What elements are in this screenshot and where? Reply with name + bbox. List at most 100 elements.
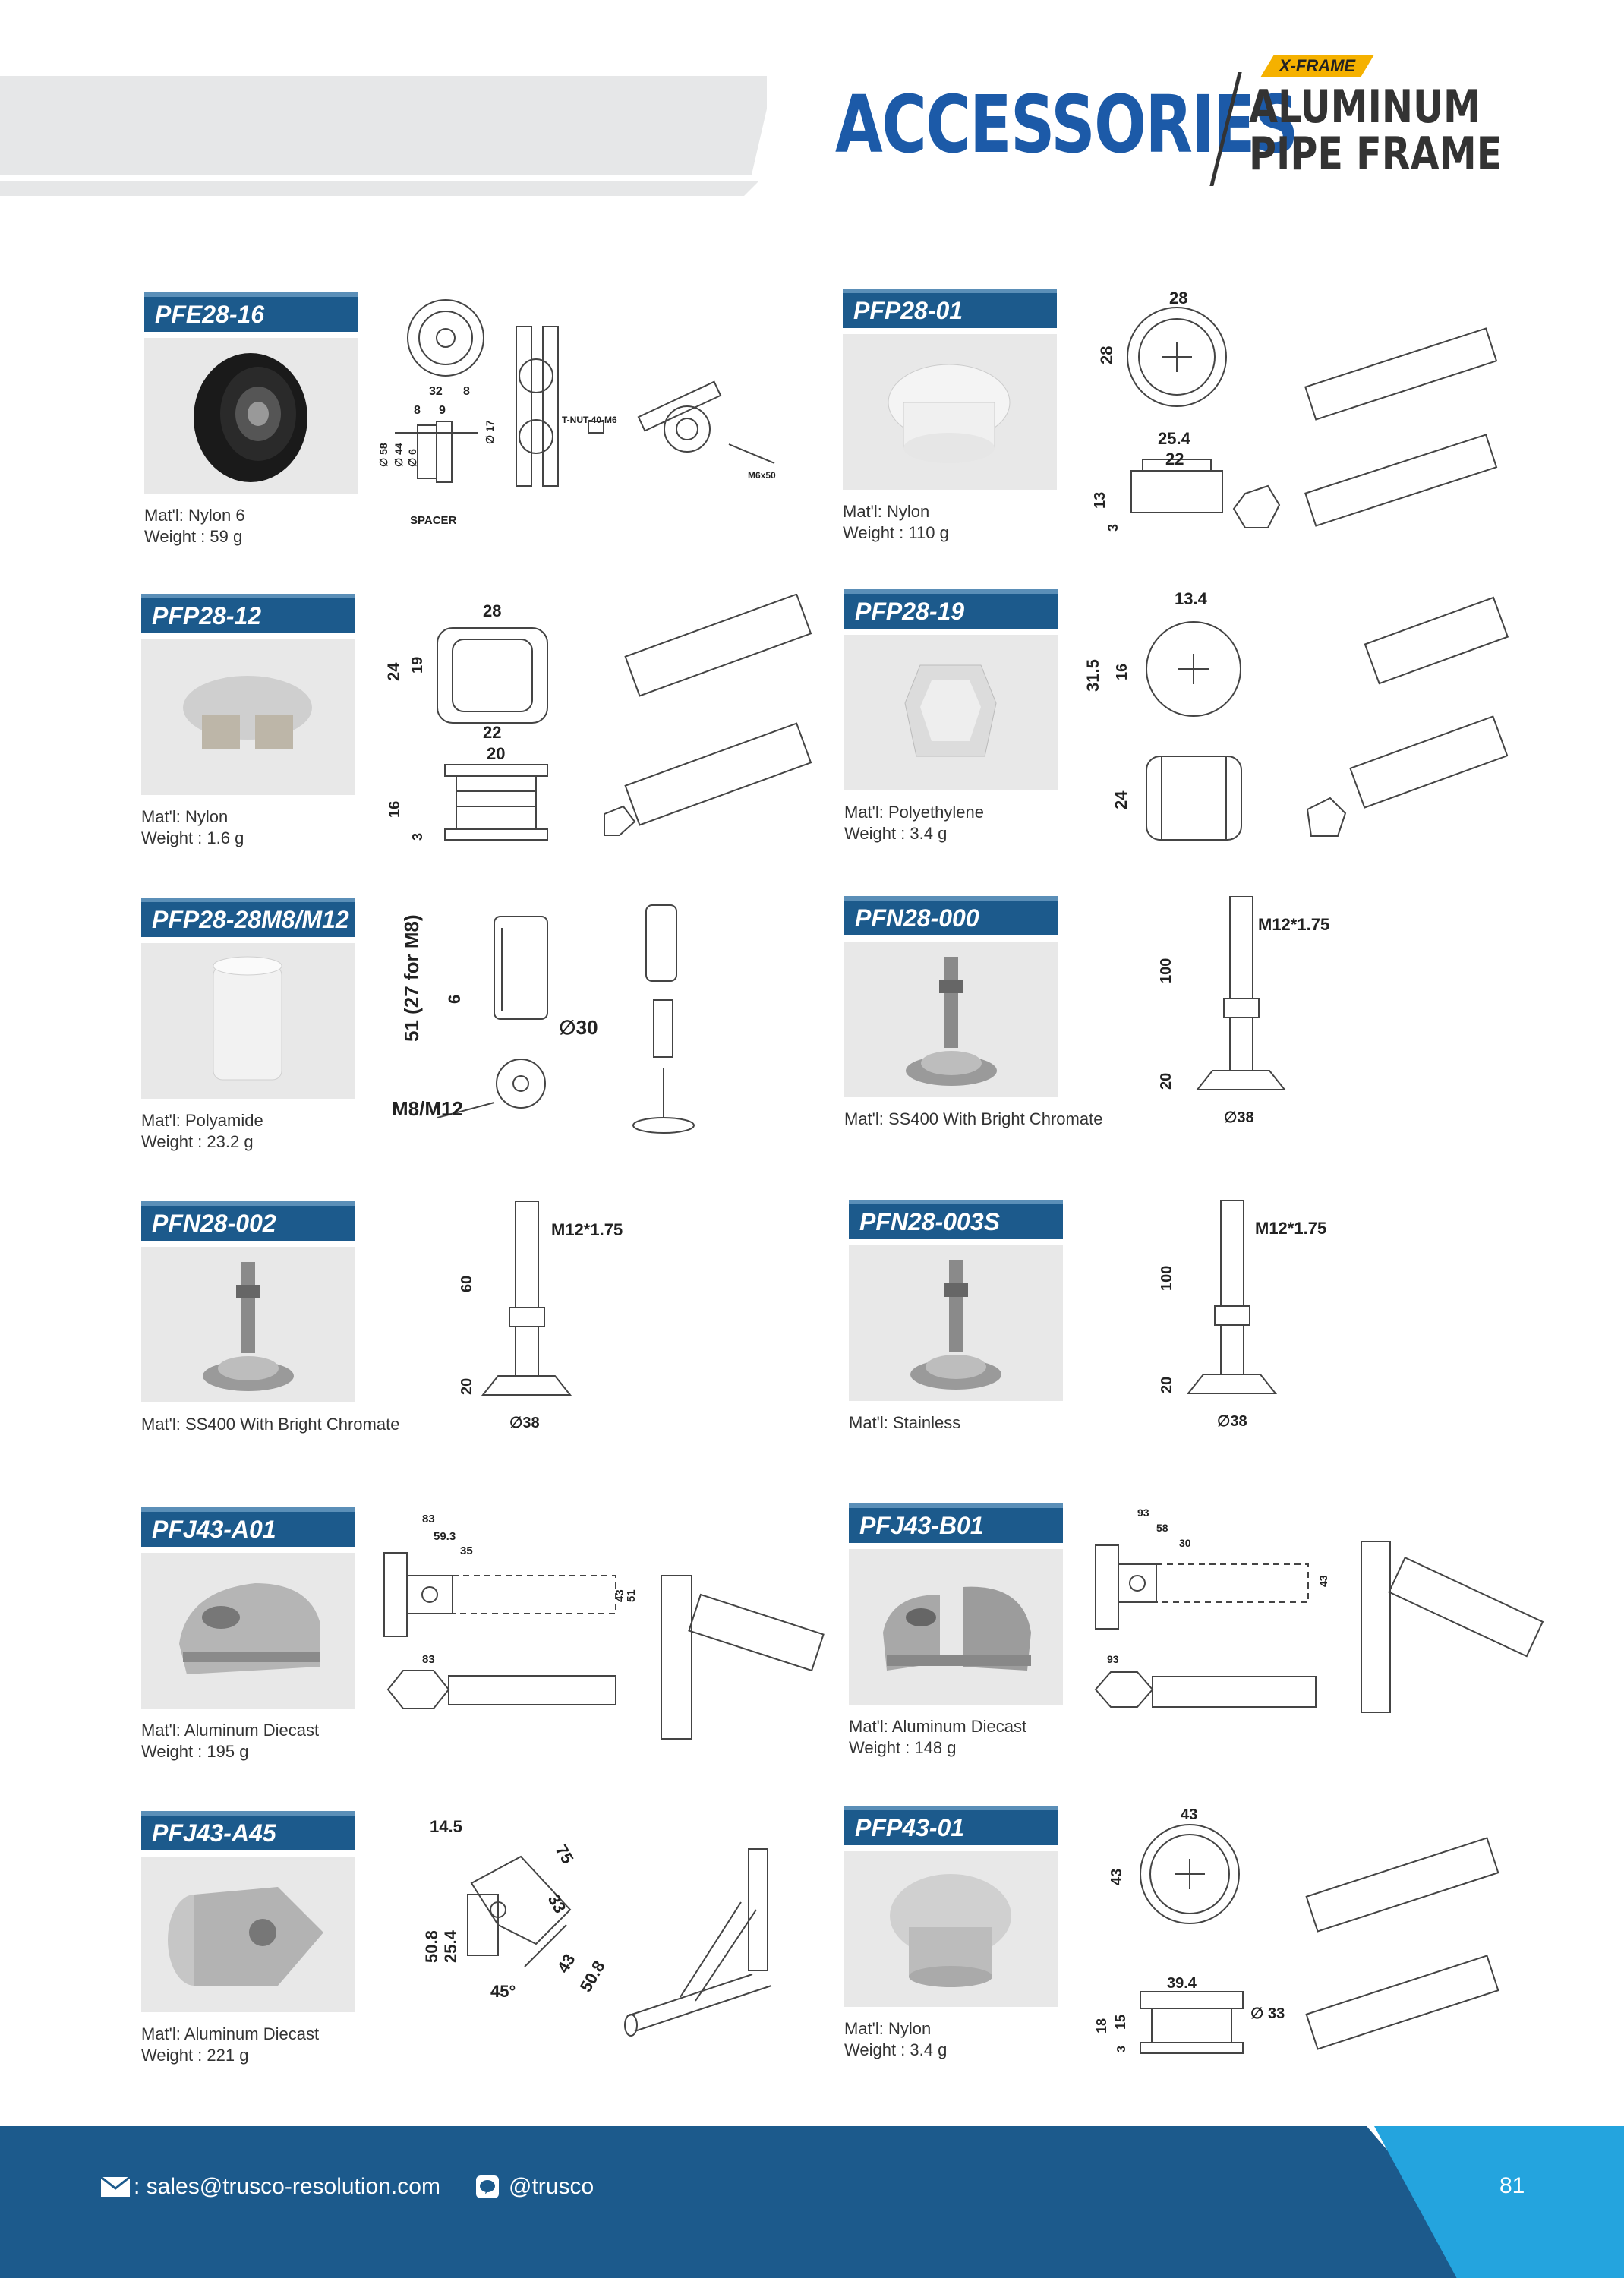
product-code: PFJ43-A01 [141, 1507, 355, 1547]
svg-text:∅38: ∅38 [1217, 1413, 1247, 1430]
technical-drawing: 83 59.3 35 51 43 83 [383, 1513, 825, 1740]
product-pfj43-b01: PFJ43-B01 Mat'l: Aluminum Diecast Weight… [849, 1503, 1563, 1762]
svg-text:33: 33 [544, 1891, 570, 1917]
svg-text:43: 43 [613, 1589, 626, 1602]
material-text: Mat'l: Nylon 6 [144, 506, 245, 525]
svg-text:100: 100 [1159, 1266, 1175, 1291]
svg-text:22: 22 [1165, 450, 1184, 469]
technical-drawing: M12*1.75 100 20 ∅38 [1159, 1200, 1326, 1430]
technical-drawing: 43 43 39.4 ∅ 33 18 15 3 [1094, 1806, 1499, 2054]
product-code: PFJ43-A45 [141, 1811, 355, 1850]
product-code: PFP28-01 [843, 289, 1057, 328]
svg-text:59.3: 59.3 [434, 1530, 456, 1543]
svg-text:8: 8 [463, 385, 470, 398]
svg-text:M6x50: M6x50 [748, 470, 776, 481]
product-photo [141, 639, 355, 795]
weight-text: Weight : 59 g [144, 527, 243, 546]
line-chat-icon [476, 2175, 499, 2198]
product-photo [141, 1247, 355, 1402]
svg-text:∅ 6: ∅ 6 [406, 449, 418, 467]
svg-text:∅30: ∅30 [559, 1016, 598, 1039]
svg-text:20: 20 [1159, 1377, 1175, 1393]
svg-text:93: 93 [1107, 1653, 1119, 1665]
product-photo [849, 1549, 1063, 1705]
svg-text:18: 18 [1094, 2018, 1109, 2033]
product-pfn28-000: PFN28-000 Mat'l: SS400 With Bright Chrom… [844, 896, 1528, 1154]
weight-text: Weight : 148 g [849, 1738, 957, 1757]
mail-icon [100, 2176, 131, 2197]
svg-text:28: 28 [483, 601, 501, 620]
product-pfn28-002: PFN28-002 Mat'l: SS400 With Bright Chrom… [141, 1201, 825, 1459]
svg-text:M8/M12: M8/M12 [392, 1097, 463, 1120]
svg-text:28: 28 [1097, 346, 1116, 364]
svg-text:9: 9 [439, 404, 446, 417]
footer-line-id[interactable]: @trusco [509, 2174, 594, 2199]
svg-text:15: 15 [1113, 2015, 1128, 2030]
product-photo [141, 943, 355, 1099]
footer-bar [0, 2126, 1624, 2278]
svg-text:∅ 58: ∅ 58 [377, 443, 389, 467]
svg-text:∅38: ∅38 [509, 1415, 540, 1431]
svg-text:83: 83 [422, 1653, 435, 1666]
svg-text:75: 75 [552, 1841, 578, 1867]
technical-drawing: 14.5 75 50.8 25.4 33 45° 43 50.8 [422, 1817, 772, 2037]
svg-text:∅ 44: ∅ 44 [393, 443, 405, 467]
svg-text:43: 43 [553, 1951, 579, 1977]
page-subtitle: ALUMINUM PIPE FRAME [1249, 80, 1503, 181]
svg-text:T-NUT-40-M6: T-NUT-40-M6 [562, 415, 617, 425]
weight-text: Weight : 3.4 g [844, 2040, 948, 2059]
product-code: PFP43-01 [844, 1806, 1058, 1845]
svg-text:3: 3 [410, 833, 425, 841]
product-code: PFP28-19 [844, 589, 1058, 629]
svg-text:19: 19 [409, 657, 426, 674]
product-photo [843, 334, 1057, 490]
svg-text:16: 16 [1114, 664, 1130, 680]
page-number: 81 [1499, 2173, 1525, 2198]
svg-text:M12*1.75: M12*1.75 [551, 1220, 623, 1239]
weight-text: Weight : 1.6 g [141, 828, 244, 847]
svg-text:58: 58 [1156, 1522, 1168, 1534]
weight-text: Weight : 195 g [141, 1742, 249, 1761]
product-photo [844, 635, 1058, 790]
product-code: PFN28-000 [844, 896, 1058, 935]
technical-drawing: 28 28 25.4 22 13 3 [1092, 289, 1498, 532]
product-pfj43-a45: PFJ43-A45 Mat'l: Aluminum Diecast Weight… [141, 1811, 825, 2069]
material-text: Mat'l: Polyethylene [844, 803, 984, 822]
technical-drawing: 51 (27 for M8) 6 ∅30 M8/M12 [392, 904, 695, 1134]
product-code: PFP28-12 [141, 594, 355, 633]
svg-text:39.4: 39.4 [1167, 1975, 1197, 1992]
technical-drawing: 13.4 31.5 16 24 [1083, 589, 1509, 841]
svg-text:28: 28 [1169, 289, 1187, 308]
svg-text:13: 13 [1092, 492, 1108, 509]
svg-text:M12*1.75: M12*1.75 [1255, 1219, 1326, 1238]
svg-text:32: 32 [429, 385, 443, 398]
svg-text:3: 3 [1105, 524, 1121, 532]
material-text: Mat'l: Aluminum Diecast [141, 1721, 320, 1740]
product-code: PFP28-28M8/M12 [141, 898, 355, 937]
product-code: PFE28-16 [144, 292, 358, 332]
material-text: Mat'l: SS400 With Bright Chromate [141, 1415, 400, 1434]
svg-text:24: 24 [384, 662, 403, 681]
svg-text:8: 8 [414, 404, 421, 417]
svg-text:51: 51 [625, 1589, 638, 1602]
footer-email[interactable]: : sales@trusco-resolution.com [134, 2174, 440, 2199]
svg-text:25.4: 25.4 [1158, 429, 1191, 448]
svg-text:60: 60 [459, 1276, 475, 1292]
header-band-stripe [0, 181, 759, 196]
svg-text:100: 100 [1158, 958, 1175, 983]
svg-text:25.4: 25.4 [441, 1929, 460, 1963]
product-code: PFJ43-B01 [849, 1503, 1063, 1543]
weight-text: Weight : 221 g [141, 2046, 249, 2065]
svg-text:93: 93 [1137, 1507, 1149, 1519]
svg-text:30: 30 [1179, 1537, 1191, 1549]
product-photo [141, 1553, 355, 1708]
svg-text:∅ 17: ∅ 17 [484, 420, 496, 444]
svg-text:13.4: 13.4 [1175, 589, 1208, 608]
svg-text:43: 43 [1181, 1806, 1197, 1823]
svg-text:24: 24 [1112, 790, 1130, 809]
product-code: PFN28-003S [849, 1200, 1063, 1239]
svg-text:3: 3 [1115, 2046, 1128, 2052]
svg-text:31.5: 31.5 [1083, 659, 1102, 692]
product-pfp28-01: PFP28-01 Mat'l: Nylon Weight : 110 g 28 … [843, 289, 1526, 547]
svg-text:22: 22 [483, 723, 501, 742]
